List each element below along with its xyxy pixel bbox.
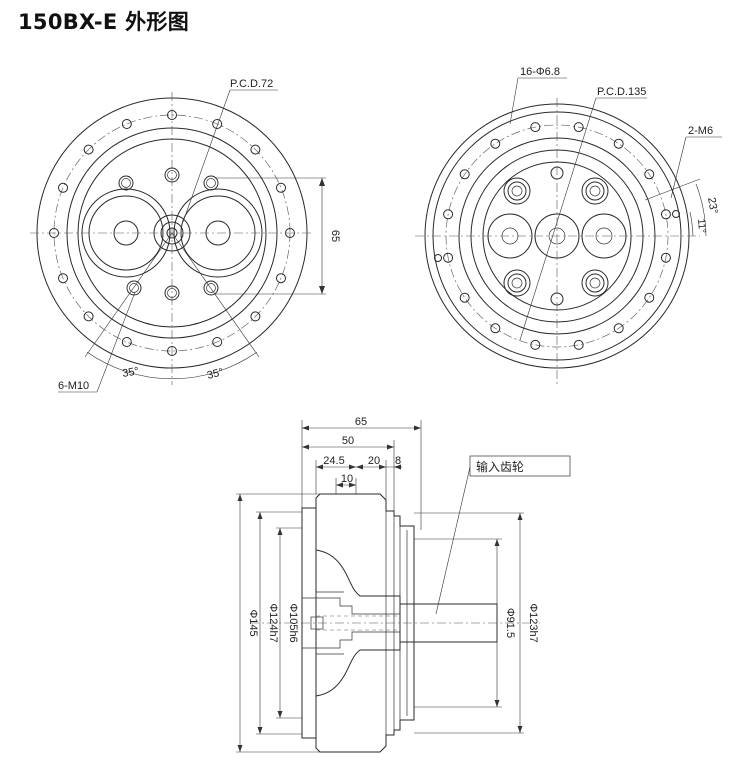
rear-angle-ray: [644, 178, 701, 201]
rear-counterbore-inner: [507, 181, 527, 201]
front-tap-leader: [96, 291, 136, 393]
front-view: 65 P.C.D.72 6-M10 35° 35°: [30, 78, 341, 393]
front-bolt-hole: [121, 119, 132, 129]
rear-counterbore-hole: [589, 185, 601, 197]
rear-angle-23-label: 23°: [705, 196, 720, 214]
front-tap-hole-inner: [206, 178, 216, 188]
front-pcd-leader: [182, 89, 231, 223]
front-bolt-hole: [58, 273, 68, 284]
rear-angle-11-label: 11°: [695, 218, 707, 233]
rear-bolt-hole: [644, 169, 655, 180]
rear-holes-label: 16-Φ6.8: [520, 66, 560, 78]
front-bolt-hole: [276, 273, 286, 284]
front-bolt-hole: [276, 182, 286, 193]
rear-counterbore-hole: [511, 277, 523, 289]
rear-bolt-hole: [530, 339, 541, 350]
front-angle-right-label: 35°: [206, 366, 225, 382]
rear-bolt-hole: [490, 138, 501, 149]
side-input-shaft: [400, 603, 498, 643]
rear-angle-arc-11: [689, 211, 694, 237]
side-dia-145-label: Φ145: [247, 609, 259, 636]
front-bolt-hole: [121, 337, 132, 347]
front-tap-label: 6-M10: [58, 380, 89, 392]
rear-counterbore-inner: [585, 273, 605, 293]
front-bolt-hole: [212, 119, 223, 129]
side-input-gear-box: [469, 455, 571, 477]
rear-counterbore-hole: [511, 185, 523, 197]
side-dim-65-label: 65: [355, 416, 367, 428]
rear-bolt-hole: [660, 209, 671, 220]
rear-pcd-leader: [519, 97, 597, 341]
front-bolt-hole: [212, 337, 223, 347]
front-tap-hole: [203, 175, 219, 191]
rear-bolt-hole: [530, 122, 541, 133]
rear-counterbore: [581, 177, 609, 205]
side-input-gear-label: 输入齿轮: [476, 459, 524, 474]
rear-counterbore: [503, 269, 531, 297]
rear-bolt-hole: [660, 252, 671, 263]
rear-counterbore: [503, 177, 531, 205]
rear-bolt-hole: [573, 339, 584, 350]
rear-tap-label: 2-M6: [688, 125, 713, 137]
front-tap-holes: [118, 167, 219, 301]
rear-bolt-hole: [613, 323, 624, 334]
side-dim-50-label: 50: [342, 435, 354, 447]
rear-m6-hole: [672, 210, 680, 218]
rear-pcd-label: P.C.D.135: [597, 86, 646, 98]
side-dim-24-5-label: 24.5: [323, 455, 344, 467]
front-bolt-hole: [250, 311, 261, 322]
rear-bolt-hole: [613, 138, 624, 149]
front-angle-ray-left: [84, 232, 173, 358]
side-dia-123-label: Φ123h7: [527, 603, 539, 642]
rear-m6-hole: [434, 254, 442, 262]
rear-bolt-hole: [443, 209, 454, 220]
front-tap-hole: [203, 280, 219, 296]
rear-bolt-hole: [443, 252, 454, 263]
rear-counterbore-hole: [589, 277, 601, 289]
front-angle-ray-right: [171, 232, 260, 358]
front-dim-65-label: 65: [329, 230, 341, 242]
front-bolt-hole: [250, 144, 261, 155]
front-tap-hole-inner: [121, 178, 131, 188]
rear-tap-leader: [670, 136, 687, 199]
rear-bolt-hole: [573, 122, 584, 133]
rear-counterbore-inner: [507, 273, 527, 293]
drawing-title: 150BX-E 外形图: [18, 10, 189, 34]
rear-angle-arc-23: [695, 183, 707, 237]
rear-bolt-hole: [490, 323, 501, 334]
front-tap-hole: [126, 280, 142, 296]
side-dim-10-label: 10: [341, 473, 353, 485]
side-dim-20-label: 20: [368, 455, 380, 467]
front-angle-left-label: 35°: [121, 365, 139, 380]
front-pcd-label: P.C.D.72: [230, 78, 273, 90]
front-tap-hole: [118, 175, 134, 191]
rear-bolt-hole: [644, 292, 655, 303]
side-dia-124-label: Φ124h7: [267, 603, 279, 642]
side-dia-105-label: Φ105h6: [287, 603, 299, 642]
side-dim-8-label: 8: [395, 455, 401, 467]
rear-view: 16-Φ6.8 P.C.D.135 2-M6 23° 11°: [415, 66, 722, 385]
side-internal-gear: [302, 597, 400, 649]
front-bolt-hole: [83, 144, 94, 155]
front-tap-hole-inner: [206, 283, 216, 293]
rear-counterbore: [581, 269, 609, 297]
rear-counterbore-inner: [585, 181, 605, 201]
front-bolt-hole: [58, 182, 68, 193]
rear-bolt-hole: [459, 169, 470, 180]
side-input-gear-leader: [435, 466, 471, 615]
side-view: 65 50 24.5 20 8 10 Φ145 Φ124h7 Φ105h6 Φ9…: [236, 416, 571, 753]
side-horizontal-arrows: [302, 425, 421, 488]
rear-bolt-holes: [434, 122, 680, 350]
rear-inner-bore-center: [595, 227, 613, 245]
front-tap-hole-inner: [129, 283, 139, 293]
front-bolt-hole: [83, 311, 94, 322]
front-angle-arc: [86, 351, 258, 380]
side-dia-91-5-label: Φ91.5: [504, 608, 516, 638]
rear-holes-leader: [509, 77, 519, 125]
rear-bolt-hole: [459, 292, 470, 303]
